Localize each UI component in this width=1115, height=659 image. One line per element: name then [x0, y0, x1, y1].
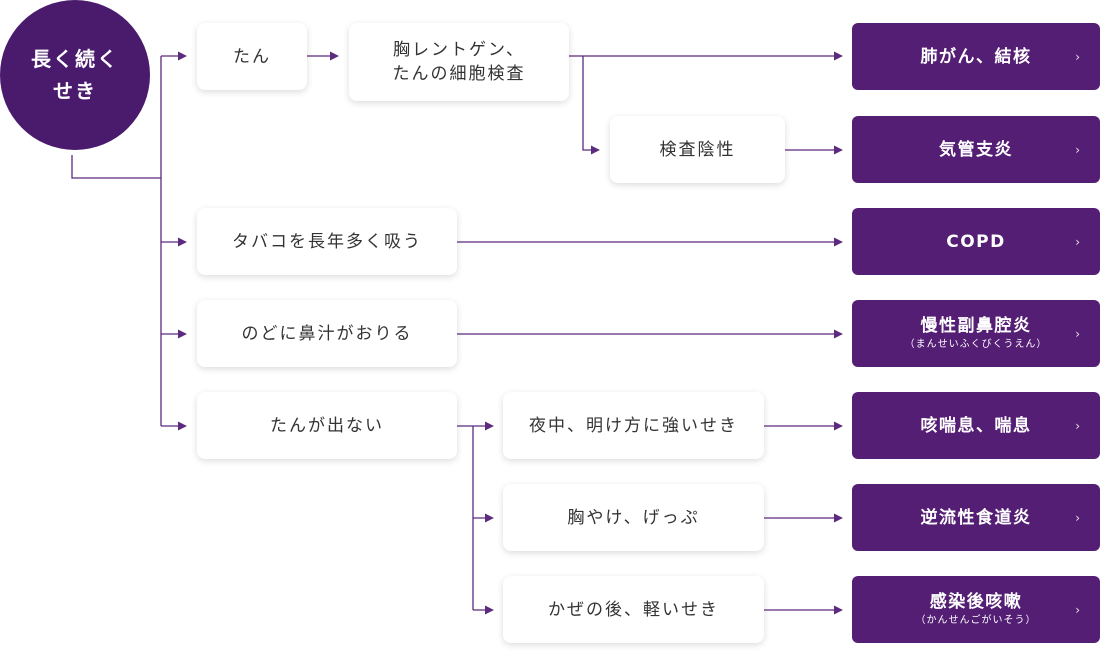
condition-label: かぜの後、軽いせき	[548, 599, 719, 620]
diagnosis-title: 咳喘息、喘息	[920, 415, 1032, 436]
diagnosis-button-copd[interactable]: COPD ›	[852, 208, 1100, 275]
test-label-line1: 胸レントゲン、	[393, 40, 525, 60]
chevron-right-icon: ›	[1075, 234, 1080, 249]
diagnosis-title: 慢性副鼻腔炎	[920, 316, 1032, 336]
test-box-xray: 胸レントゲン、 たんの細胞検査	[349, 23, 569, 101]
diagnosis-title: 肺がん、結核	[920, 46, 1032, 67]
diagnosis-title: 気管支炎	[939, 139, 1013, 160]
symptom-label: タバコを長年多く吸う	[232, 231, 422, 252]
test-label: 検査陰性	[659, 139, 736, 160]
test-box-negative: 検査陰性	[610, 116, 785, 183]
diagnosis-title: COPD	[946, 231, 1006, 252]
root-circle-long-cough: 長く続く せき	[0, 0, 150, 150]
chevron-right-icon: ›	[1075, 602, 1080, 617]
chevron-right-icon: ›	[1075, 49, 1080, 64]
symptom-box-tan: たん	[197, 23, 307, 90]
condition-label: 夜中、明け方に強いせき	[529, 415, 738, 436]
symptom-label: たん	[233, 46, 271, 67]
diagnosis-button-bronchitis[interactable]: 気管支炎 ›	[852, 116, 1100, 183]
root-label-line1: 長く続く	[31, 47, 119, 71]
diagnosis-title: 感染後咳嗽	[929, 592, 1023, 612]
diagnosis-button-reflux-esophagitis[interactable]: 逆流性食道炎 ›	[852, 484, 1100, 551]
symptom-box-smoking: タバコを長年多く吸う	[197, 208, 457, 275]
root-label-line2: せき	[53, 79, 97, 103]
condition-box-after-cold: かぜの後、軽いせき	[503, 576, 764, 643]
test-label-line2: たんの細胞検査	[392, 64, 526, 84]
diagnosis-button-chronic-sinusitis[interactable]: 慢性副鼻腔炎 （まんせいふくびくうえん） ›	[852, 300, 1100, 367]
chevron-right-icon: ›	[1075, 142, 1080, 157]
symptom-label: たんが出ない	[270, 415, 384, 436]
diagnosis-reading: （かんせんごがいそう）	[915, 615, 1037, 626]
diagnosis-reading: （まんせいふくびくうえん）	[904, 339, 1048, 350]
diagnosis-button-lung-cancer-tb[interactable]: 肺がん、結核 ›	[852, 23, 1100, 90]
chevron-right-icon: ›	[1075, 510, 1080, 525]
condition-box-night-cough: 夜中、明け方に強いせき	[503, 392, 764, 459]
symptom-label: のどに鼻汁がおりる	[241, 323, 413, 344]
diagnosis-title: 逆流性食道炎	[920, 507, 1032, 528]
condition-label: 胸やけ、げっぷ	[567, 507, 700, 528]
chevron-right-icon: ›	[1075, 326, 1080, 341]
diagnosis-button-postinfectious-cough[interactable]: 感染後咳嗽 （かんせんごがいそう） ›	[852, 576, 1100, 643]
diagnosis-button-cough-asthma[interactable]: 咳喘息、喘息 ›	[852, 392, 1100, 459]
symptom-box-no-phlegm: たんが出ない	[197, 392, 457, 459]
chevron-right-icon: ›	[1075, 418, 1080, 433]
symptom-box-postnasal-drip: のどに鼻汁がおりる	[197, 300, 457, 367]
condition-box-heartburn: 胸やけ、げっぷ	[503, 484, 764, 551]
